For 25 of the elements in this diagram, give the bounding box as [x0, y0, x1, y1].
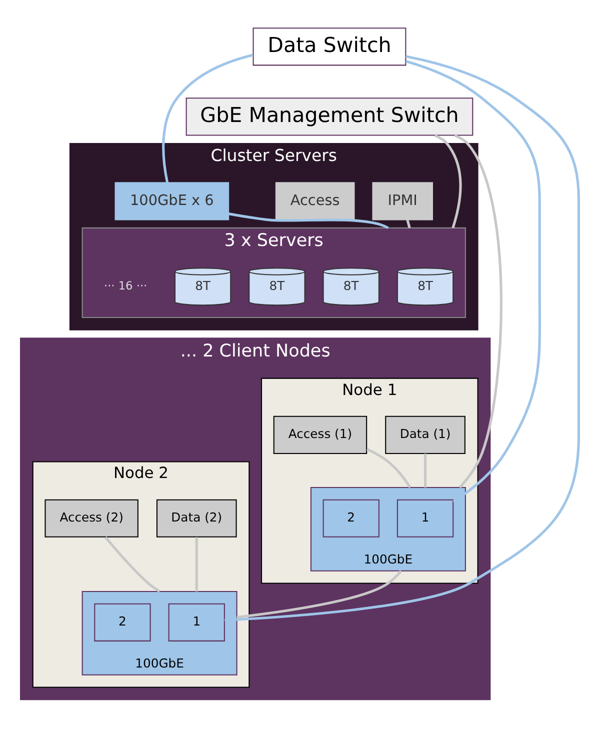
connector — [104, 536, 160, 592]
node-box: Data Switch — [252, 27, 406, 66]
node-box: 1 — [396, 498, 454, 537]
connector — [224, 54, 580, 621]
label: ··· 16 ··· — [104, 278, 148, 292]
node-box: 1 — [168, 602, 225, 641]
connector — [406, 219, 411, 228]
connector — [228, 212, 389, 229]
node-box: 2 — [322, 498, 380, 537]
node-box: Access — [275, 182, 355, 220]
connector — [424, 453, 427, 487]
node-box: Data (2) — [156, 498, 237, 537]
connector — [366, 448, 412, 488]
connector — [434, 134, 462, 228]
connector — [406, 60, 542, 502]
node-box: 2 — [94, 602, 151, 641]
connector — [162, 53, 254, 182]
connector — [454, 134, 502, 488]
node-box: Access (2) — [44, 498, 138, 537]
node-box: 100GbE x 6 — [114, 182, 230, 220]
node-box: GbE Management Switch — [186, 97, 474, 136]
connector — [195, 536, 198, 591]
node-box: Access (1) — [273, 415, 368, 454]
node-box: Data (1) — [385, 415, 466, 454]
node-box: IPMI — [372, 182, 433, 220]
